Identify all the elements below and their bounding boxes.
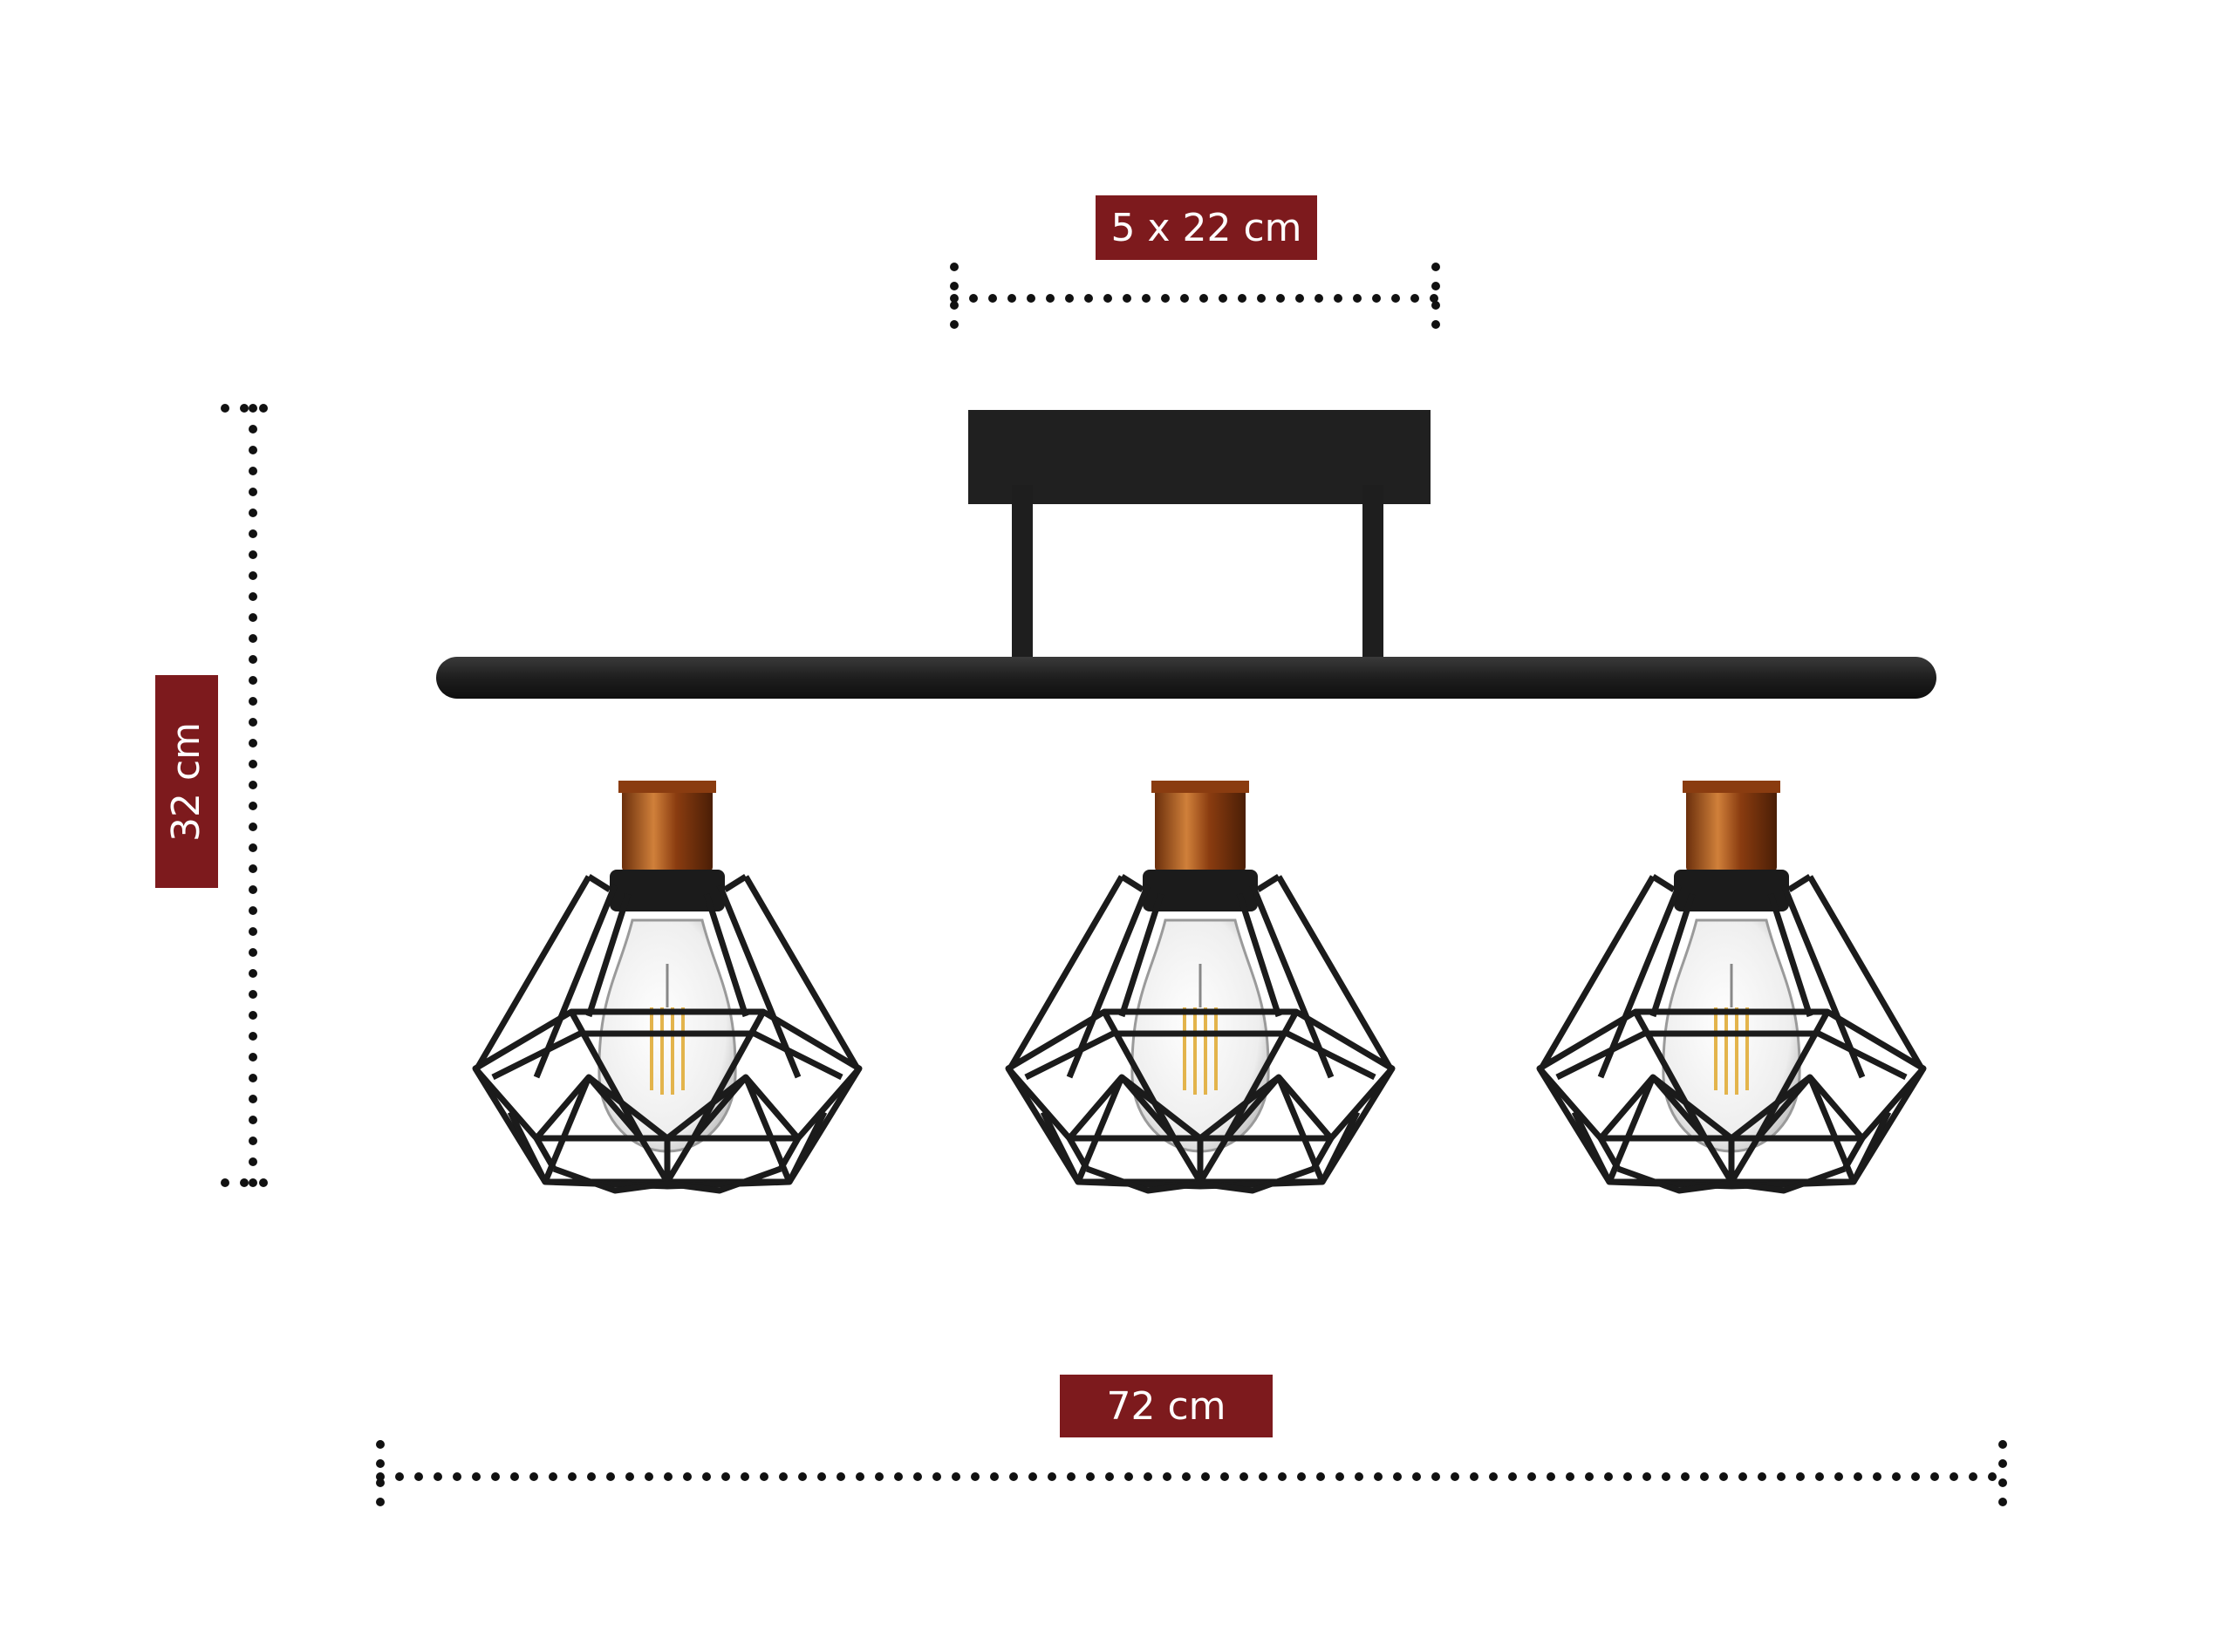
lamp-shade-right [1540,781,1923,1191]
stem-left [1012,485,1033,659]
height-dimension-label: 32 cm [155,675,218,888]
ceiling-plate [968,410,1431,504]
lamp-shade-center [1008,781,1392,1191]
stem-right [1362,485,1383,659]
dotted-dimension-line [221,263,2007,1506]
base-dimension-label: 5 x 22 cm [1096,195,1317,260]
mounting-bar [436,657,1936,699]
width-dimension-label: 72 cm [1060,1375,1273,1437]
base-dimension-text: 5 x 22 cm [1110,205,1302,250]
height-dimension-text: 32 cm [164,721,209,842]
width-dimension-text: 72 cm [1106,1383,1226,1429]
lamp-shade-left [475,781,859,1191]
